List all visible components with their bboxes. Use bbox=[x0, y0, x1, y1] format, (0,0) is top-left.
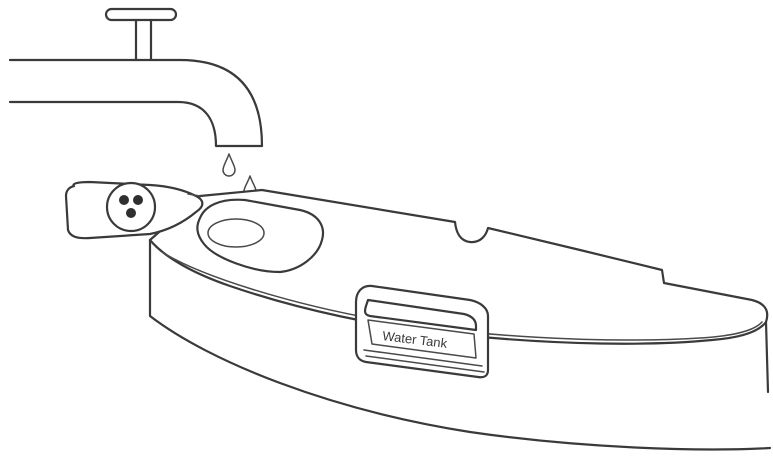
fill-opening bbox=[208, 219, 264, 247]
faucet-spout bbox=[10, 60, 262, 146]
faucet-stem bbox=[136, 20, 151, 60]
tank-right-edge bbox=[766, 322, 768, 392]
faucet-handle bbox=[106, 9, 176, 20]
tank-handle: Water Tank bbox=[356, 286, 488, 377]
faucet-icon bbox=[10, 9, 262, 146]
vent-hole-2 bbox=[133, 195, 143, 205]
droplet-1 bbox=[223, 154, 235, 176]
vent-hole-1 bbox=[119, 195, 129, 205]
vent-hole-3 bbox=[126, 208, 136, 218]
fill-cap-vent-ring bbox=[107, 183, 155, 231]
